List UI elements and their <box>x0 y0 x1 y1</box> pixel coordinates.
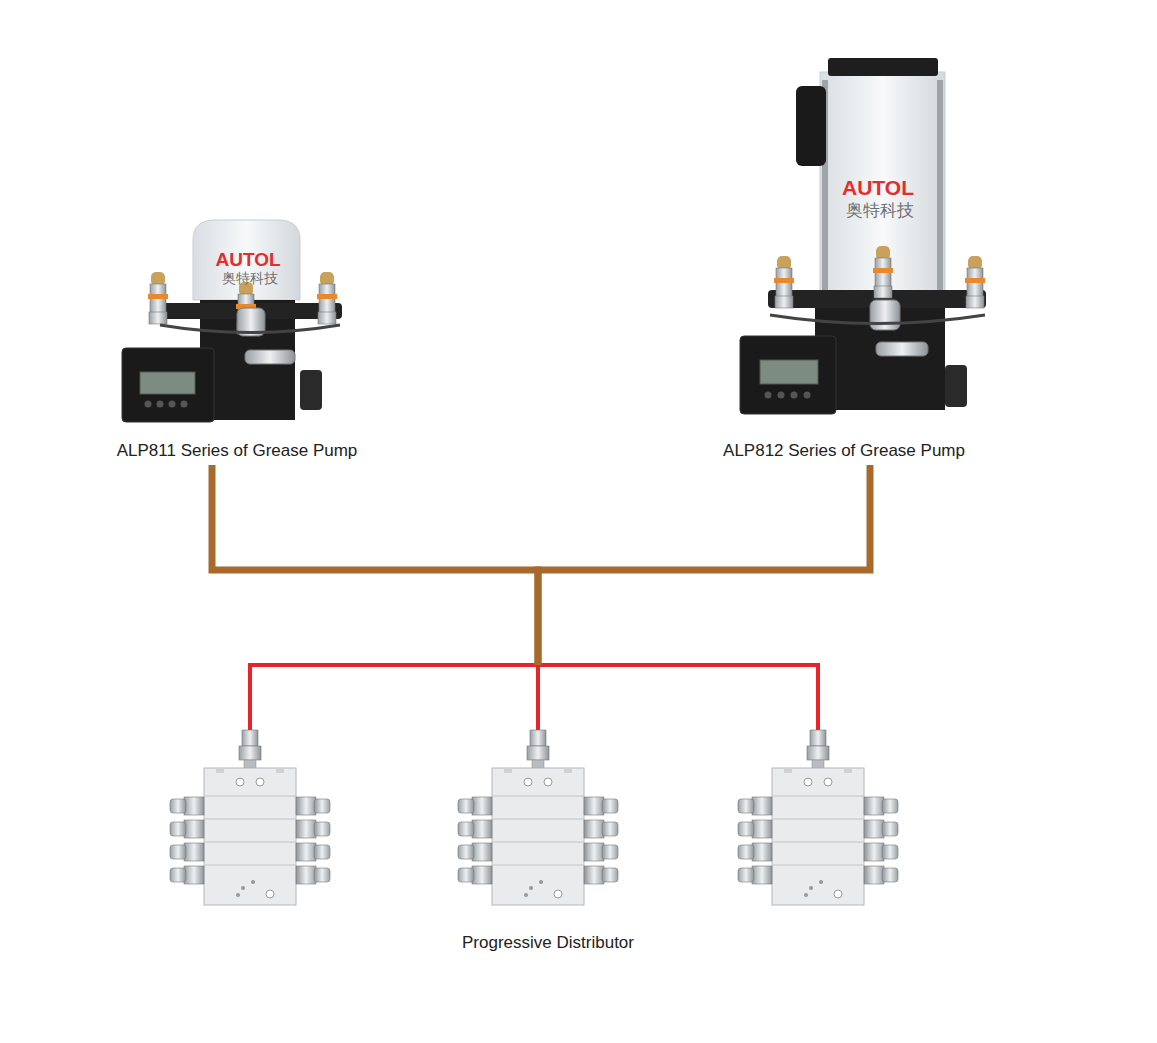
grease-supply-line <box>538 465 870 665</box>
grease-pump-large <box>740 58 986 414</box>
red-feed-lines <box>250 665 818 732</box>
grease-pump-small <box>122 220 342 422</box>
progressive-distributor-blocks <box>170 730 898 905</box>
brand-name: AUTOL <box>215 249 280 271</box>
pump-caption: ALP811 Series of Grease Pump <box>117 441 358 461</box>
grease-pump-node: AUTOL奥特科技 ALP811 Series of Grease Pump <box>100 215 380 465</box>
brand-name-chinese: 奥特科技 <box>846 201 914 221</box>
brand-name: AUTOL <box>842 176 914 200</box>
grease-supply-line <box>212 465 538 665</box>
distributor-group: Progressive Distributor <box>160 665 880 965</box>
pump-caption: ALP812 Series of Grease Pump <box>723 441 965 461</box>
grease-pump-node: AUTOL奥特科技 ALP812 Series of Grease Pump <box>700 55 1000 465</box>
distributor-caption: Progressive Distributor <box>462 933 634 953</box>
brand-name-chinese: 奥特科技 <box>222 270 278 286</box>
